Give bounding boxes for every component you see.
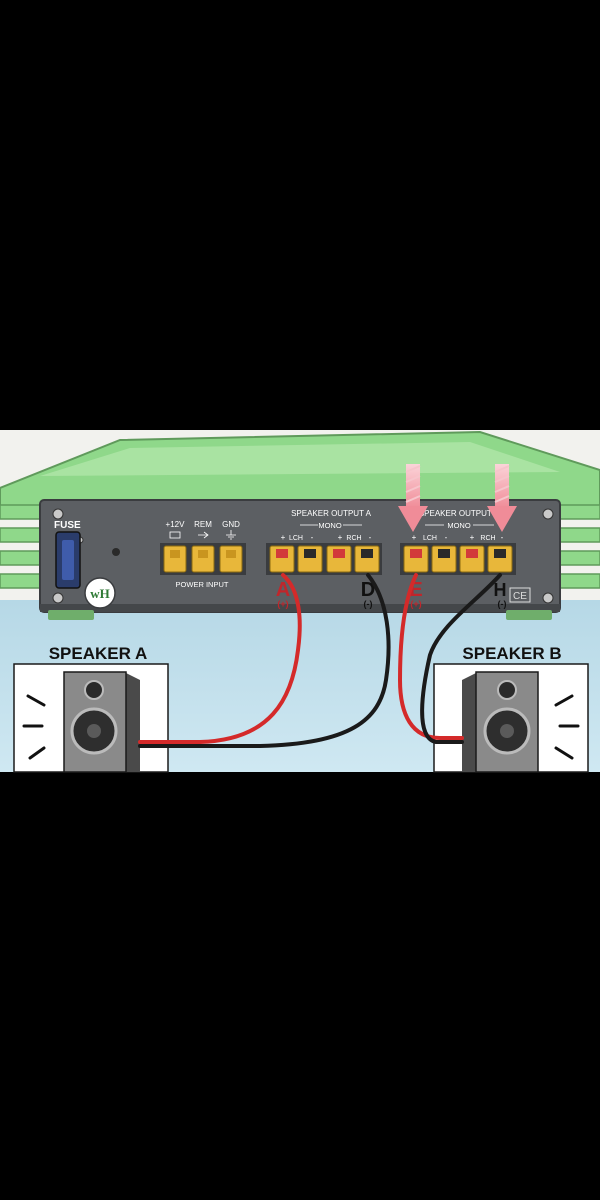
speaker-output-b-rch: RCH bbox=[480, 535, 495, 542]
sound-waves-right bbox=[554, 694, 580, 760]
wire-a-red bbox=[138, 573, 302, 744]
power-12v-label: +12V bbox=[166, 520, 186, 529]
speaker-a-label: SPEAKER A bbox=[49, 644, 148, 663]
terminal-sign-d: (-) bbox=[364, 599, 373, 609]
wire-h-black bbox=[420, 573, 502, 744]
wires bbox=[138, 573, 502, 748]
speaker-output-a-lch: LCH bbox=[289, 535, 303, 542]
terminal-gnd bbox=[219, 545, 243, 573]
wire-d-black bbox=[138, 573, 391, 748]
heatsink-left bbox=[0, 504, 43, 589]
ce-mark: CE bbox=[513, 591, 527, 602]
plus-sign: + bbox=[470, 533, 475, 542]
speaker-output-b-title: SPEAKER OUTPUT B bbox=[419, 509, 499, 518]
speaker-a-cabinet-side bbox=[124, 672, 140, 772]
screw-icon bbox=[542, 592, 554, 604]
plus-sign: + bbox=[412, 533, 417, 542]
arrow-icon-h bbox=[487, 464, 517, 532]
heatsink-right bbox=[557, 504, 600, 589]
fuse-label: FUSE bbox=[54, 520, 81, 531]
terminal-letter-h: H bbox=[494, 580, 507, 600]
wire-e-red bbox=[397, 573, 464, 740]
speaker-tweeter-icon bbox=[497, 680, 517, 700]
illustration: FUSE wH +12V REM GND POWER INP bbox=[0, 430, 600, 773]
terminal-rem bbox=[191, 545, 215, 573]
speaker-output-b: SPEAKER OUTPUT B MONO + LCH - + RCH - bbox=[400, 509, 516, 575]
minus-sign: - bbox=[445, 533, 448, 542]
sound-waves-left bbox=[22, 694, 46, 760]
speaker-output-a-mono: MONO bbox=[318, 521, 341, 530]
plus-sign: + bbox=[338, 533, 343, 542]
power-rem-label: REM bbox=[194, 520, 212, 529]
speaker-output-a-title: SPEAKER OUTPUT A bbox=[291, 509, 372, 518]
speaker-b-label: SPEAKER B bbox=[462, 644, 561, 663]
remote-icon bbox=[198, 531, 209, 539]
amplifier-top-highlight bbox=[40, 442, 560, 476]
terminal-sign-h: (-) bbox=[498, 599, 507, 609]
ground-icon bbox=[226, 530, 236, 540]
foot-left bbox=[48, 610, 94, 620]
minus-sign: - bbox=[501, 533, 504, 542]
minus-sign: - bbox=[311, 533, 314, 542]
terminal-sign-e: (+) bbox=[410, 599, 421, 609]
speaker-a: SPEAKER A bbox=[13, 644, 169, 773]
power-input-label: POWER INPUT bbox=[176, 580, 229, 589]
screw-icon bbox=[52, 508, 64, 520]
power-terminals bbox=[163, 545, 243, 573]
plus-sign: + bbox=[281, 533, 286, 542]
terminal-letter-a: A bbox=[276, 579, 290, 601]
speaker-b: SPEAKER B bbox=[433, 644, 589, 773]
speaker-output-b-mono: MONO bbox=[447, 521, 470, 530]
speaker-tweeter-icon bbox=[84, 680, 104, 700]
screw-icon bbox=[52, 592, 64, 604]
foot-right bbox=[506, 610, 552, 620]
speaker-b-cabinet-side bbox=[462, 672, 478, 772]
terminal-letter-d: D bbox=[361, 579, 375, 601]
fuse-icon bbox=[62, 540, 74, 580]
screw-icon bbox=[542, 508, 554, 520]
speaker-output-b-lch: LCH bbox=[423, 535, 437, 542]
ce-mark-box bbox=[509, 587, 531, 603]
indicator-hole bbox=[112, 548, 120, 556]
battery-icon bbox=[169, 531, 181, 539]
terminal-sign-a: (+) bbox=[277, 599, 288, 609]
speaker-output-a: SPEAKER OUTPUT A MONO + LCH - + RCH - bbox=[266, 509, 382, 575]
arrow-icon-e bbox=[398, 464, 428, 532]
wikihow-logo-text: wH bbox=[90, 586, 110, 601]
power-gnd-label: GND bbox=[222, 520, 240, 529]
minus-sign: - bbox=[369, 533, 372, 542]
power-input: +12V REM GND POWER INPUT bbox=[160, 520, 246, 589]
terminal-12v bbox=[163, 545, 187, 573]
speaker-output-a-rch: RCH bbox=[346, 535, 361, 542]
wikihow-logo bbox=[84, 577, 116, 609]
